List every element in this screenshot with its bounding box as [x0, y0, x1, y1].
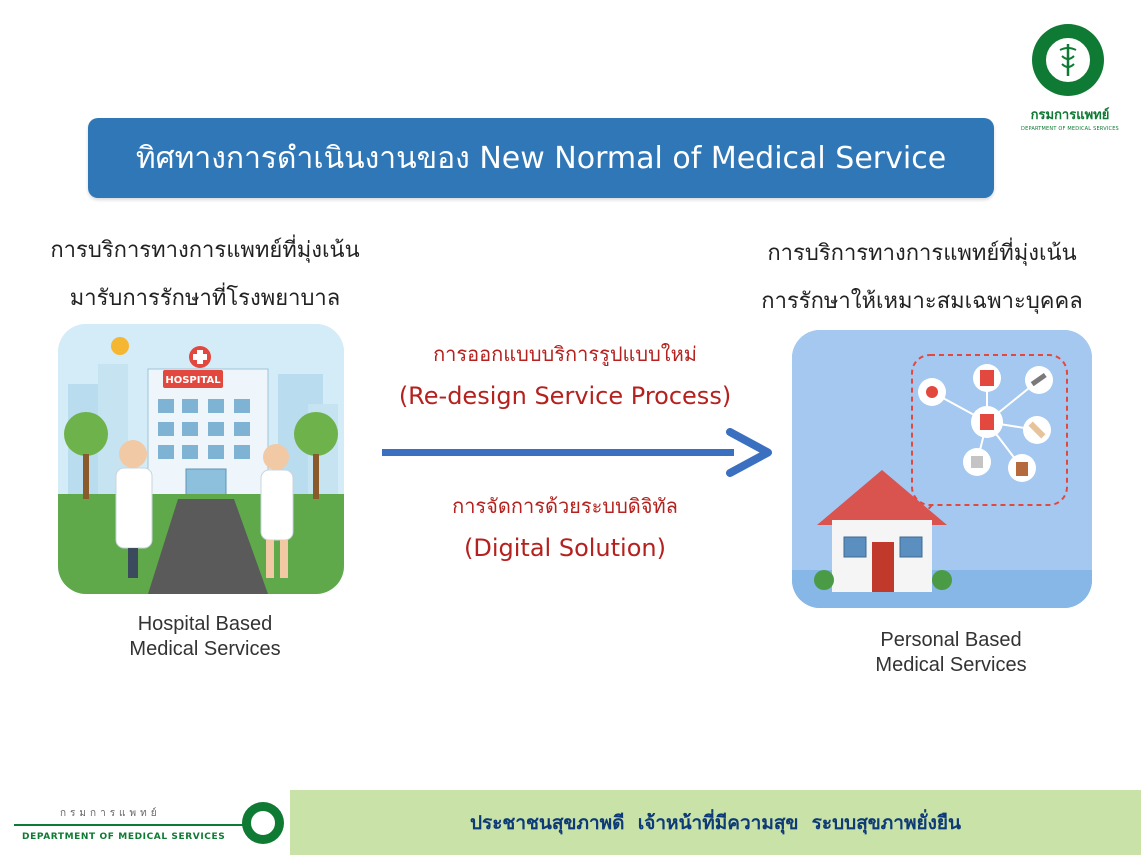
redesign-label-en: (Re-design Service Process) — [398, 382, 732, 410]
ministry-seal-icon — [1032, 24, 1104, 96]
personal-caption: Personal Based Medical Services — [820, 628, 1082, 678]
hospital-caption-line1: Hospital Based — [137, 613, 273, 635]
footer-slogan-band: ประชาชนสุขภาพดี เจ้าหน้าที่มีความสุข ระบ… — [290, 790, 1141, 855]
footer-slogan: ประชาชนสุขภาพดี เจ้าหน้าที่มีความสุข ระบ… — [469, 811, 962, 834]
personal-caption-line2: Medical Services — [875, 654, 1027, 676]
redesign-label-th: การออกแบบบริการรูปแบบใหม่ — [433, 342, 697, 366]
home-care-illustration — [792, 330, 1092, 608]
right-heading-line2: การรักษาให้เหมาะสมเฉพาะบุคคล — [761, 289, 1083, 314]
footer-department: กรมการแพทย์ DEPARTMENT OF MEDICAL SERVIC… — [0, 790, 290, 855]
logo-department-th: กรมการแพทย์ — [1030, 108, 1110, 123]
hospital-caption-line2: Medical Services — [129, 638, 281, 660]
page-title: ทิศทางการดำเนินงานของ New Normal of Medi… — [135, 140, 947, 176]
transition-arrow-icon — [382, 428, 772, 477]
footer-seal-icon — [242, 802, 284, 844]
department-logo: กรมการแพทย์ DEPARTMENT OF MEDICAL SERVIC… — [1020, 20, 1120, 145]
left-heading: การบริการทางการแพทย์ที่มุ่งเน้น มารับการ… — [20, 227, 390, 323]
footer-divider — [14, 824, 244, 826]
digital-label-th: การจัดการด้วยระบบดิจิทัล — [452, 494, 678, 518]
personal-caption-line1: Personal Based — [880, 629, 1022, 651]
title-banner: ทิศทางการดำเนินงานของ New Normal of Medi… — [88, 118, 994, 198]
hospital-caption: Hospital Based Medical Services — [70, 612, 340, 662]
logo-department-en: DEPARTMENT OF MEDICAL SERVICES — [1021, 126, 1119, 132]
left-heading-line2: มารับการรักษาที่โรงพยาบาล — [69, 286, 341, 311]
hospital-sign: HOSPITAL — [165, 375, 221, 386]
left-heading-line1: การบริการทางการแพทย์ที่มุ่งเน้น — [50, 238, 360, 263]
digital-label-en: (Digital Solution) — [464, 534, 666, 562]
right-heading: การบริการทางการแพทย์ที่มุ่งเน้น การรักษา… — [732, 230, 1112, 326]
right-heading-line1: การบริการทางการแพทย์ที่มุ่งเน้น — [767, 241, 1077, 266]
footer-department-en: DEPARTMENT OF MEDICAL SERVICES — [22, 832, 226, 842]
footer-department-th: กรมการแพทย์ — [60, 808, 161, 819]
hospital-illustration: HOSPITAL — [58, 324, 344, 594]
